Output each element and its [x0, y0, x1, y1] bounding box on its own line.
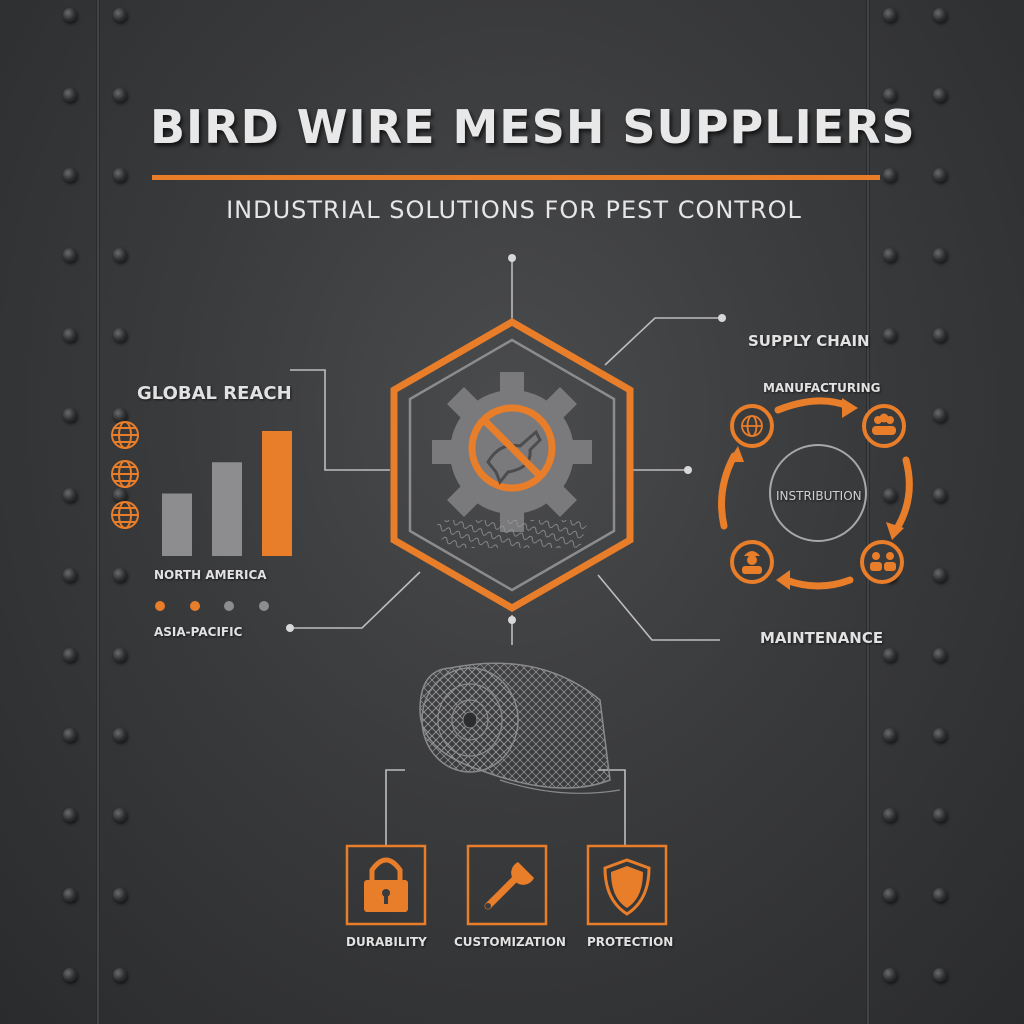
- rivet: [113, 728, 127, 742]
- feature-box-durability: [345, 844, 427, 926]
- rivet: [933, 648, 947, 662]
- rivet: [883, 88, 897, 102]
- rivet: [113, 888, 127, 902]
- region-north-america: NORTH AMERICA: [154, 568, 267, 582]
- cycle-node-engineer: [730, 540, 774, 584]
- supply-chain-center-label: INSTRIBUTION: [776, 489, 862, 503]
- chart-bar: [212, 462, 242, 556]
- rivet: [933, 168, 947, 182]
- rivet: [883, 488, 897, 502]
- rivet: [933, 888, 947, 902]
- chart-bar: [262, 431, 292, 556]
- shield-icon: [603, 858, 651, 916]
- rivet: [933, 88, 947, 102]
- rivet: [883, 968, 897, 982]
- no-bird-icon: [468, 404, 556, 492]
- legend-dots: [155, 601, 269, 611]
- rivet: [933, 248, 947, 262]
- region-asia-pacific: ASIA-PACIFIC: [154, 625, 243, 639]
- rivet: [883, 8, 897, 22]
- global-reach-chart: [162, 431, 292, 556]
- wrench-icon: [484, 862, 534, 910]
- panel-seam-right: [866, 0, 870, 1024]
- cycle-node-tools: [860, 540, 904, 584]
- rivet: [113, 568, 127, 582]
- supply-chain-step-maintenance: MAINTENANCE: [760, 629, 884, 647]
- rivet: [63, 8, 77, 22]
- rivet: [63, 88, 77, 102]
- globe-icon: [741, 415, 763, 437]
- rivet: [113, 328, 127, 342]
- feature-label-protection: PROTECTION: [587, 935, 674, 949]
- globe-icon: [111, 421, 139, 449]
- engineer-icon: [742, 551, 762, 574]
- title-underline: [152, 175, 880, 180]
- rivet: [113, 168, 127, 182]
- rivet: [63, 408, 77, 422]
- rivet: [933, 328, 947, 342]
- rivet: [883, 808, 897, 822]
- feature-label-customization: CUSTOMIZATION: [454, 935, 566, 949]
- global-reach-heading: GLOBAL REACH: [137, 383, 292, 404]
- rivet: [933, 8, 947, 22]
- rivet: [113, 8, 127, 22]
- rivet: [933, 968, 947, 982]
- rivet: [933, 408, 947, 422]
- rivet: [63, 248, 77, 262]
- rivet: [113, 968, 127, 982]
- rivet: [933, 728, 947, 742]
- rivet: [883, 168, 897, 182]
- globe-icons: [111, 421, 139, 529]
- rivet: [113, 88, 127, 102]
- rivet: [63, 648, 77, 662]
- feature-box-protection: [586, 844, 668, 926]
- rivet: [883, 888, 897, 902]
- rivet: [63, 888, 77, 902]
- rivet: [113, 488, 127, 502]
- rivet: [883, 728, 897, 742]
- workers-icon: [870, 552, 896, 571]
- rivet: [883, 648, 897, 662]
- rivet: [883, 248, 897, 262]
- rivet: [883, 328, 897, 342]
- supply-chain-step-manufacturing: MANUFACTURING: [763, 381, 881, 395]
- page-title: BIRD WIRE MESH SUPPLIERS: [150, 100, 916, 154]
- wire-mesh-roll: [419, 662, 621, 794]
- rivet: [63, 168, 77, 182]
- rivet: [63, 488, 77, 502]
- padlock-icon: [364, 857, 408, 912]
- page-subtitle: INDUSTRIAL SOLUTIONS FOR PEST CONTROL: [226, 196, 802, 224]
- feature-box-customization: [466, 844, 548, 926]
- rivet: [933, 568, 947, 582]
- supply-chain-heading: SUPPLY CHAIN: [748, 332, 870, 350]
- rivet: [113, 248, 127, 262]
- rivet: [63, 328, 77, 342]
- rivet: [933, 808, 947, 822]
- central-hexagon: [390, 317, 634, 613]
- rivet: [63, 568, 77, 582]
- rivet: [63, 728, 77, 742]
- feature-label-durability: DURABILITY: [346, 935, 427, 949]
- globe-icon: [111, 460, 139, 488]
- rivet: [933, 488, 947, 502]
- rivet: [113, 808, 127, 822]
- rivet: [113, 408, 127, 422]
- panel-seam-left: [96, 0, 100, 1024]
- chart-bar: [162, 493, 192, 556]
- rivet: [113, 648, 127, 662]
- rivet: [63, 808, 77, 822]
- cycle-node-team: [862, 404, 906, 448]
- globe-icon: [111, 501, 139, 529]
- cycle-node-globe: [730, 404, 774, 448]
- connector-dots: [286, 254, 726, 632]
- mesh-pattern: [436, 520, 588, 548]
- rivet: [63, 968, 77, 982]
- supply-chain-cycle: [718, 397, 913, 590]
- people-icon: [872, 413, 896, 435]
